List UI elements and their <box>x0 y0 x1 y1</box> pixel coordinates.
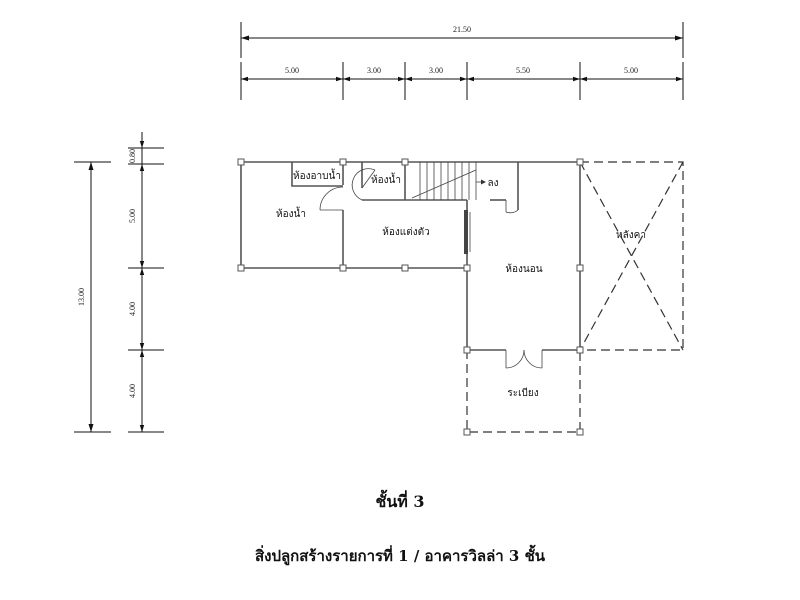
sliding-door <box>464 210 468 254</box>
columns <box>237 158 584 436</box>
width-segment-3-label: 3.00 <box>429 66 443 75</box>
width-segment-2-label: 3.00 <box>367 66 381 75</box>
width-segment-1-label: 5.00 <box>285 66 299 75</box>
room-label-bedroom: ห้องนอน <box>505 263 542 275</box>
stair-down-label: ลง <box>487 178 498 189</box>
overall-width-label: 21.50 <box>453 25 471 34</box>
roof-outline <box>579 161 684 351</box>
depth-segment-3-label: 4.00 <box>128 302 137 316</box>
room-label-balcony: ระเบียง <box>507 387 538 399</box>
document-caption: สิ่งปลูกสร้างรายการที่ 1 / อาคารวิลล่า 3… <box>254 547 546 565</box>
walls <box>240 161 581 351</box>
depth-segment-1-label: 0.80 <box>128 149 137 163</box>
depth-segment-2-label: 5.00 <box>128 209 137 223</box>
stairs <box>411 162 486 200</box>
room-label-roof: หลังคา <box>616 230 646 241</box>
room-label-bathroom-center: ห้องน้ำ <box>371 172 401 186</box>
room-label-shower: ห้องอาบน้ำ <box>293 168 341 182</box>
depth-segment-4-label: 4.00 <box>128 384 137 398</box>
width-segment-5-label: 5.00 <box>624 66 638 75</box>
room-label-dressing: ห้องแต่งตัว <box>382 226 429 238</box>
width-segment-4-label: 5.50 <box>516 66 530 75</box>
top-dimension-chain: 21.50 5.00 3.00 3.00 5.50 5.00 <box>240 22 684 100</box>
room-labels: ห้องอาบน้ำ ห้องน้ำ ห้องน้ำ ลง ห้องแต่งตั… <box>276 168 646 399</box>
overall-depth-label: 13.00 <box>77 288 86 306</box>
left-dimension-chain: 13.00 0.80 5.00 4.00 4.00 <box>74 132 164 433</box>
floor-title: ชั้นที่ 3 <box>375 492 425 511</box>
room-label-bathroom-left: ห้องน้ำ <box>276 206 306 220</box>
doors <box>319 168 543 369</box>
